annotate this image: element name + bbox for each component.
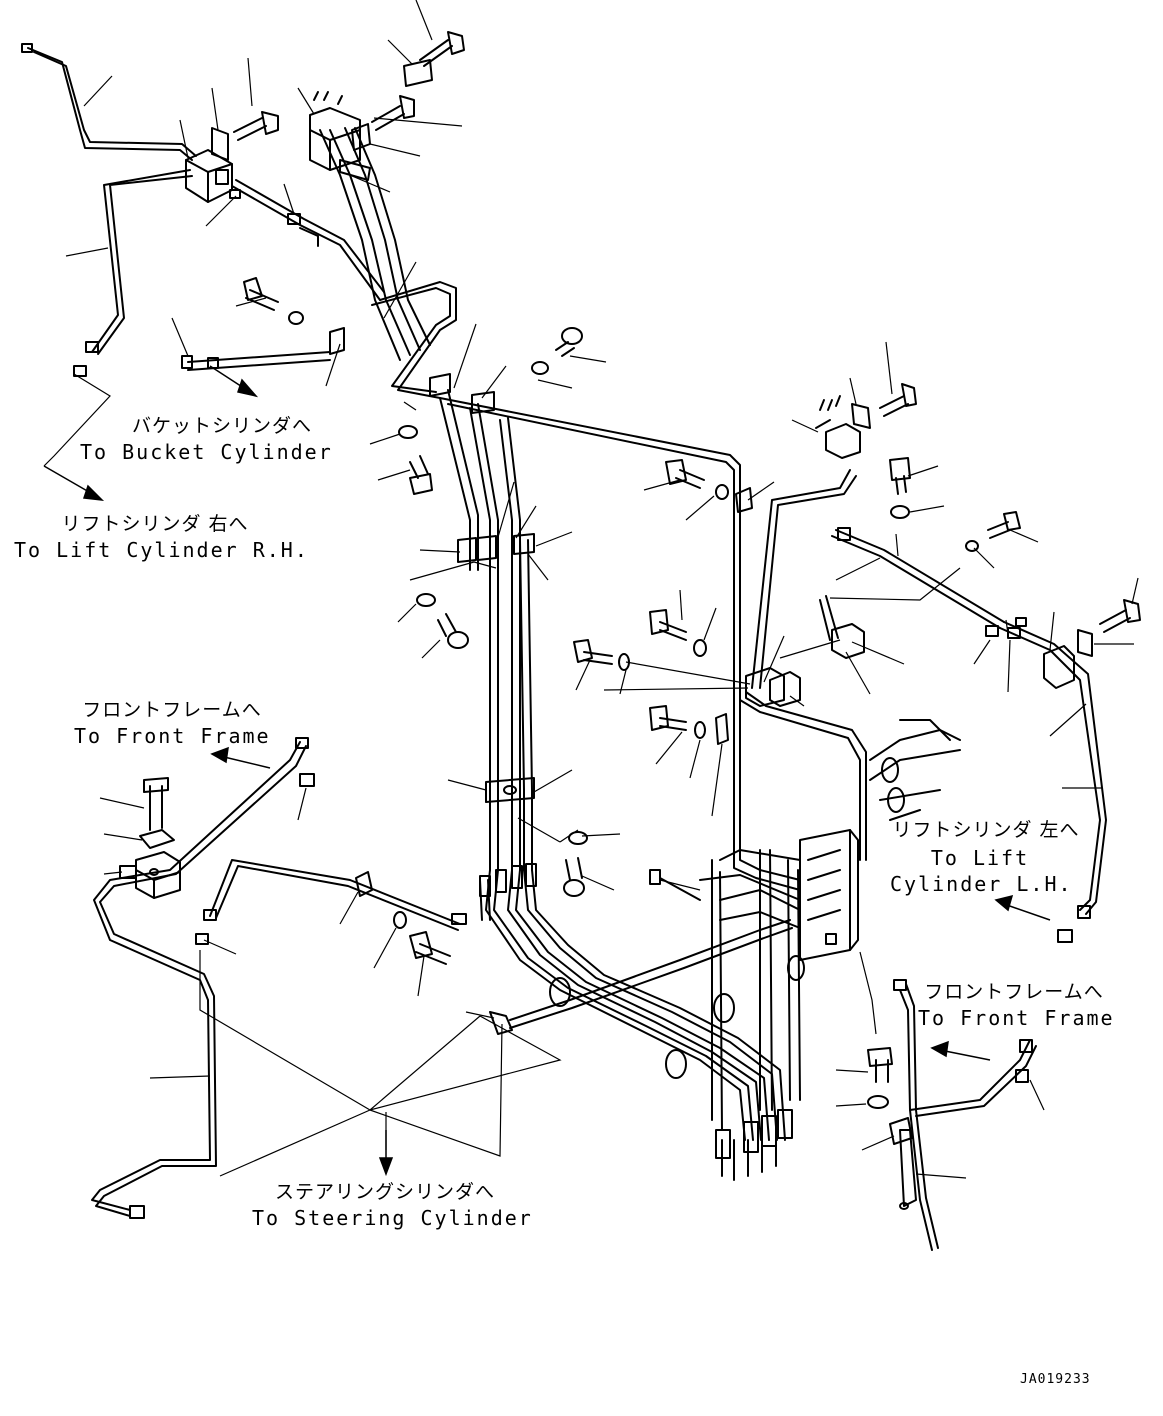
clamp-middle-lower xyxy=(355,871,373,897)
arrow-lift-rh xyxy=(82,484,105,501)
label-lift-lh-en2: Cylinder L.H. xyxy=(890,872,1073,896)
bracket-front-frame-right xyxy=(899,1129,917,1210)
tube-front-frame-right xyxy=(893,979,1037,1251)
bolt-v-1 xyxy=(409,455,433,495)
fitting-ff-left xyxy=(299,773,315,787)
washer-cr-2 xyxy=(693,639,707,657)
label-bucket-en: To Bucket Cylinder xyxy=(80,440,333,464)
label-bucket-jp: バケットシリンダへ xyxy=(131,415,312,437)
drawing-code: JA019233 xyxy=(1020,1372,1091,1387)
label-front-frame-right-jp: フロントフレームへ xyxy=(924,981,1104,1003)
arrow-steering xyxy=(378,1157,394,1177)
washer-top-mid xyxy=(531,361,549,375)
clamp-mid-left xyxy=(329,327,345,355)
washer-cr-3 xyxy=(694,721,706,739)
tube-bucket-upper xyxy=(21,43,197,161)
arrow-lift-lh xyxy=(994,894,1014,912)
bolt-top-1 xyxy=(419,31,465,67)
clamp-center-right xyxy=(745,667,801,707)
tube-upper-cross xyxy=(229,179,385,301)
tube-horizontal-cross xyxy=(439,397,741,681)
hose-bundle-lower xyxy=(479,863,786,1141)
label-lift-lh-jp: リフトシリンダ 左へ xyxy=(892,819,1080,841)
washer-ur-2 xyxy=(890,505,910,519)
tube-middle-lower xyxy=(195,859,461,945)
clamp-v-2 xyxy=(485,777,535,803)
control-valve xyxy=(799,829,859,961)
arrows xyxy=(43,365,1051,1177)
bolt-cr-1 xyxy=(573,639,613,665)
clamp-ffr xyxy=(889,1117,913,1145)
clamp-cr-4 xyxy=(735,487,753,513)
arrow-bucket xyxy=(237,378,259,398)
washer-low-1 xyxy=(568,831,588,845)
label-front-frame-left-en: To Front Frame xyxy=(74,724,271,748)
washer-cr-4 xyxy=(715,484,729,500)
hose-band-1 xyxy=(549,977,571,1007)
bolt-lift-left xyxy=(1099,599,1141,633)
clamp-upper-right xyxy=(815,395,861,459)
clamp-lift-left xyxy=(1043,629,1093,689)
fitting-lift-left xyxy=(1057,929,1073,943)
valve-hoses xyxy=(699,679,801,1131)
hose-large-right xyxy=(787,719,961,981)
washer-v-1 xyxy=(398,425,418,439)
clamp-right-cross xyxy=(819,595,865,659)
bolt-ur-3 xyxy=(987,511,1021,539)
label-steering-jp: ステアリングシリンダへ xyxy=(274,1181,495,1203)
clamp-top-h xyxy=(429,373,495,414)
plate-left xyxy=(211,127,229,161)
hose-bundle-upper xyxy=(309,91,431,361)
tube-bucket-lower xyxy=(85,169,193,355)
washer-ffr xyxy=(867,1095,889,1109)
bolt-ff-left xyxy=(143,777,169,831)
clamp-v-1 xyxy=(457,533,535,563)
label-lift-rh-en: To Lift Cylinder R.H. xyxy=(14,538,309,562)
bolt-ffr xyxy=(867,1047,893,1083)
bolt-cr-2 xyxy=(649,609,687,641)
plate-top-1 xyxy=(403,59,433,87)
bolt-upper-right xyxy=(879,383,917,417)
label-front-frame-left-jp: フロントフレームへ xyxy=(82,699,262,721)
label-steering-en: To Steering Cylinder xyxy=(252,1206,533,1230)
tube-right-loop xyxy=(739,469,867,861)
washer-mid-left xyxy=(288,311,304,325)
bolt-mid-left xyxy=(243,277,279,311)
hose-steering xyxy=(489,919,793,1035)
bolt-v-2 xyxy=(437,613,469,649)
washer-middle-lower xyxy=(393,911,407,929)
label-front-frame-right-en: To Front Frame xyxy=(918,1006,1115,1030)
bolt-cr-4 xyxy=(665,459,705,489)
plate-ff-left xyxy=(139,829,175,849)
tube-short-left xyxy=(181,351,331,371)
plate-top-3 xyxy=(339,159,371,181)
label-lift-lh-en1: To Lift xyxy=(930,846,1030,870)
bolt-top-mid xyxy=(555,327,583,357)
bolt-left xyxy=(233,111,279,141)
arrow-front-frame-right xyxy=(930,1040,949,1058)
tube-lift-left-cyl xyxy=(985,617,1107,919)
tube-vertical-main xyxy=(439,389,533,871)
bolt-ur-2 xyxy=(889,457,911,495)
plate-upper-right xyxy=(851,403,871,429)
tube-loop-top xyxy=(371,281,457,399)
arrow-front-frame-left xyxy=(210,746,229,764)
bolt-cr-3 xyxy=(649,705,687,731)
washer-v-2 xyxy=(416,593,436,607)
hose-band-3 xyxy=(713,993,735,1023)
tube-cross-right xyxy=(831,527,1005,629)
leader-lines xyxy=(43,0,1139,1179)
washer-ur-3 xyxy=(965,540,979,552)
bolt-low-1 xyxy=(563,857,585,897)
hose-band-2 xyxy=(665,1049,687,1079)
clamp-ff-left xyxy=(119,851,181,899)
fitting-elbow-left xyxy=(73,365,87,377)
bolt-top-2 xyxy=(371,95,415,131)
bolt-middle-lower xyxy=(409,931,451,965)
clamp-cr-3 xyxy=(715,713,729,745)
label-lift-rh-jp: リフトシリンダ 右へ xyxy=(61,513,249,535)
hose-ends-bottom xyxy=(715,1109,793,1181)
